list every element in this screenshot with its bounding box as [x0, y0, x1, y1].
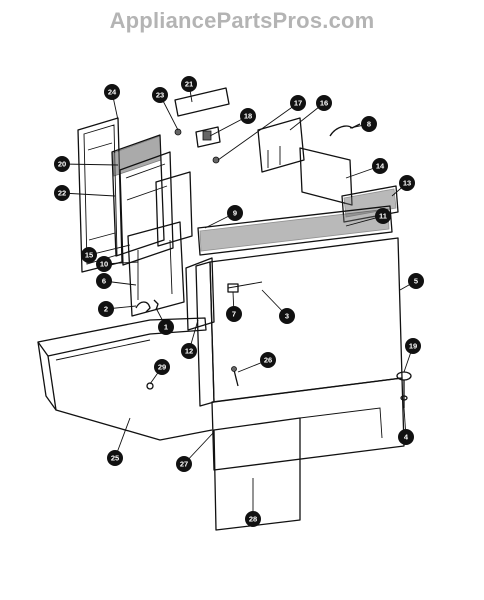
callout-6: 6 — [96, 273, 112, 289]
part-side-frame — [127, 171, 215, 331]
callout-20: 20 — [54, 156, 70, 172]
part-screw-23 — [174, 128, 182, 136]
part-base-frame — [211, 377, 405, 531]
callout-label: 29 — [158, 363, 166, 372]
site-title: AppliancePartsPros.com — [109, 8, 375, 33]
callout-label: 28 — [249, 515, 257, 524]
callout-26: 26 — [260, 352, 276, 368]
part-clip-fastener — [135, 299, 159, 313]
part-top-bracket — [174, 87, 230, 117]
callout-4: 4 — [398, 429, 414, 445]
callout-22: 22 — [54, 185, 70, 201]
callout-label: 26 — [264, 356, 272, 365]
part-front-insulation-bar — [197, 205, 393, 256]
callout-7: 7 — [226, 306, 242, 322]
callout-label: 15 — [85, 251, 93, 260]
part-switch-bracket — [195, 126, 221, 148]
callout-15: 15 — [81, 247, 97, 263]
callout-label: 4 — [404, 433, 409, 442]
callout-label: 25 — [111, 454, 119, 463]
callout-label: 12 — [185, 347, 193, 356]
part-spring-clip — [329, 123, 361, 137]
callout-21: 21 — [181, 76, 197, 92]
callout-18: 18 — [240, 108, 256, 124]
callout-17: 17 — [290, 95, 306, 111]
callout-label: 16 — [320, 99, 328, 108]
callout-label: 22 — [58, 189, 66, 198]
callout-1: 1 — [158, 319, 174, 335]
callout-label: 10 — [100, 260, 108, 269]
callout-label: 17 — [294, 99, 302, 108]
part-screw — [231, 366, 239, 387]
callout-23: 23 — [152, 87, 168, 103]
part-washer-26 — [146, 382, 154, 390]
part-insulation-panels — [111, 134, 174, 266]
callout-5: 5 — [408, 273, 424, 289]
callout-28: 28 — [245, 511, 261, 527]
part-nut-17 — [212, 156, 220, 164]
callout-10: 10 — [96, 256, 112, 272]
callout-label: 7 — [232, 310, 236, 319]
callout-12: 12 — [181, 343, 197, 359]
part-base-tray — [37, 317, 213, 441]
part-side-rail — [257, 117, 305, 173]
callout-14: 14 — [372, 158, 388, 174]
callout-label: 13 — [403, 179, 411, 188]
part-rear-panel-right — [299, 147, 353, 206]
callout-label: 21 — [185, 80, 193, 89]
callout-19: 19 — [405, 338, 421, 354]
callout-11: 11 — [375, 208, 391, 224]
callout-label: 8 — [367, 120, 371, 129]
callout-8: 8 — [361, 116, 377, 132]
callout-2: 2 — [98, 301, 114, 317]
part-leveler — [396, 371, 412, 408]
callout-29: 29 — [154, 359, 170, 375]
callout-label: 2 — [104, 305, 108, 314]
callout-27: 27 — [176, 456, 192, 472]
callout-3: 3 — [279, 308, 295, 324]
callout-9: 9 — [227, 205, 243, 221]
callout-label: 11 — [379, 212, 387, 221]
callout-label: 6 — [102, 277, 106, 286]
part-front-panel — [195, 237, 403, 407]
callout-24: 24 — [104, 84, 120, 100]
callout-label: 18 — [244, 112, 252, 121]
callout-label: 9 — [233, 209, 237, 218]
callout-label: 24 — [108, 88, 117, 97]
callout-label: 3 — [285, 312, 289, 321]
callout-label: 20 — [58, 160, 66, 169]
callout-label: 27 — [180, 460, 188, 469]
callout-label: 19 — [409, 342, 417, 351]
callout-13: 13 — [399, 175, 415, 191]
callout-label: 23 — [156, 91, 164, 100]
callout-label: 5 — [414, 277, 418, 286]
callout-label: 14 — [376, 162, 385, 171]
callout-label: 1 — [164, 323, 168, 332]
callout-16: 16 — [316, 95, 332, 111]
callout-25: 25 — [107, 450, 123, 466]
